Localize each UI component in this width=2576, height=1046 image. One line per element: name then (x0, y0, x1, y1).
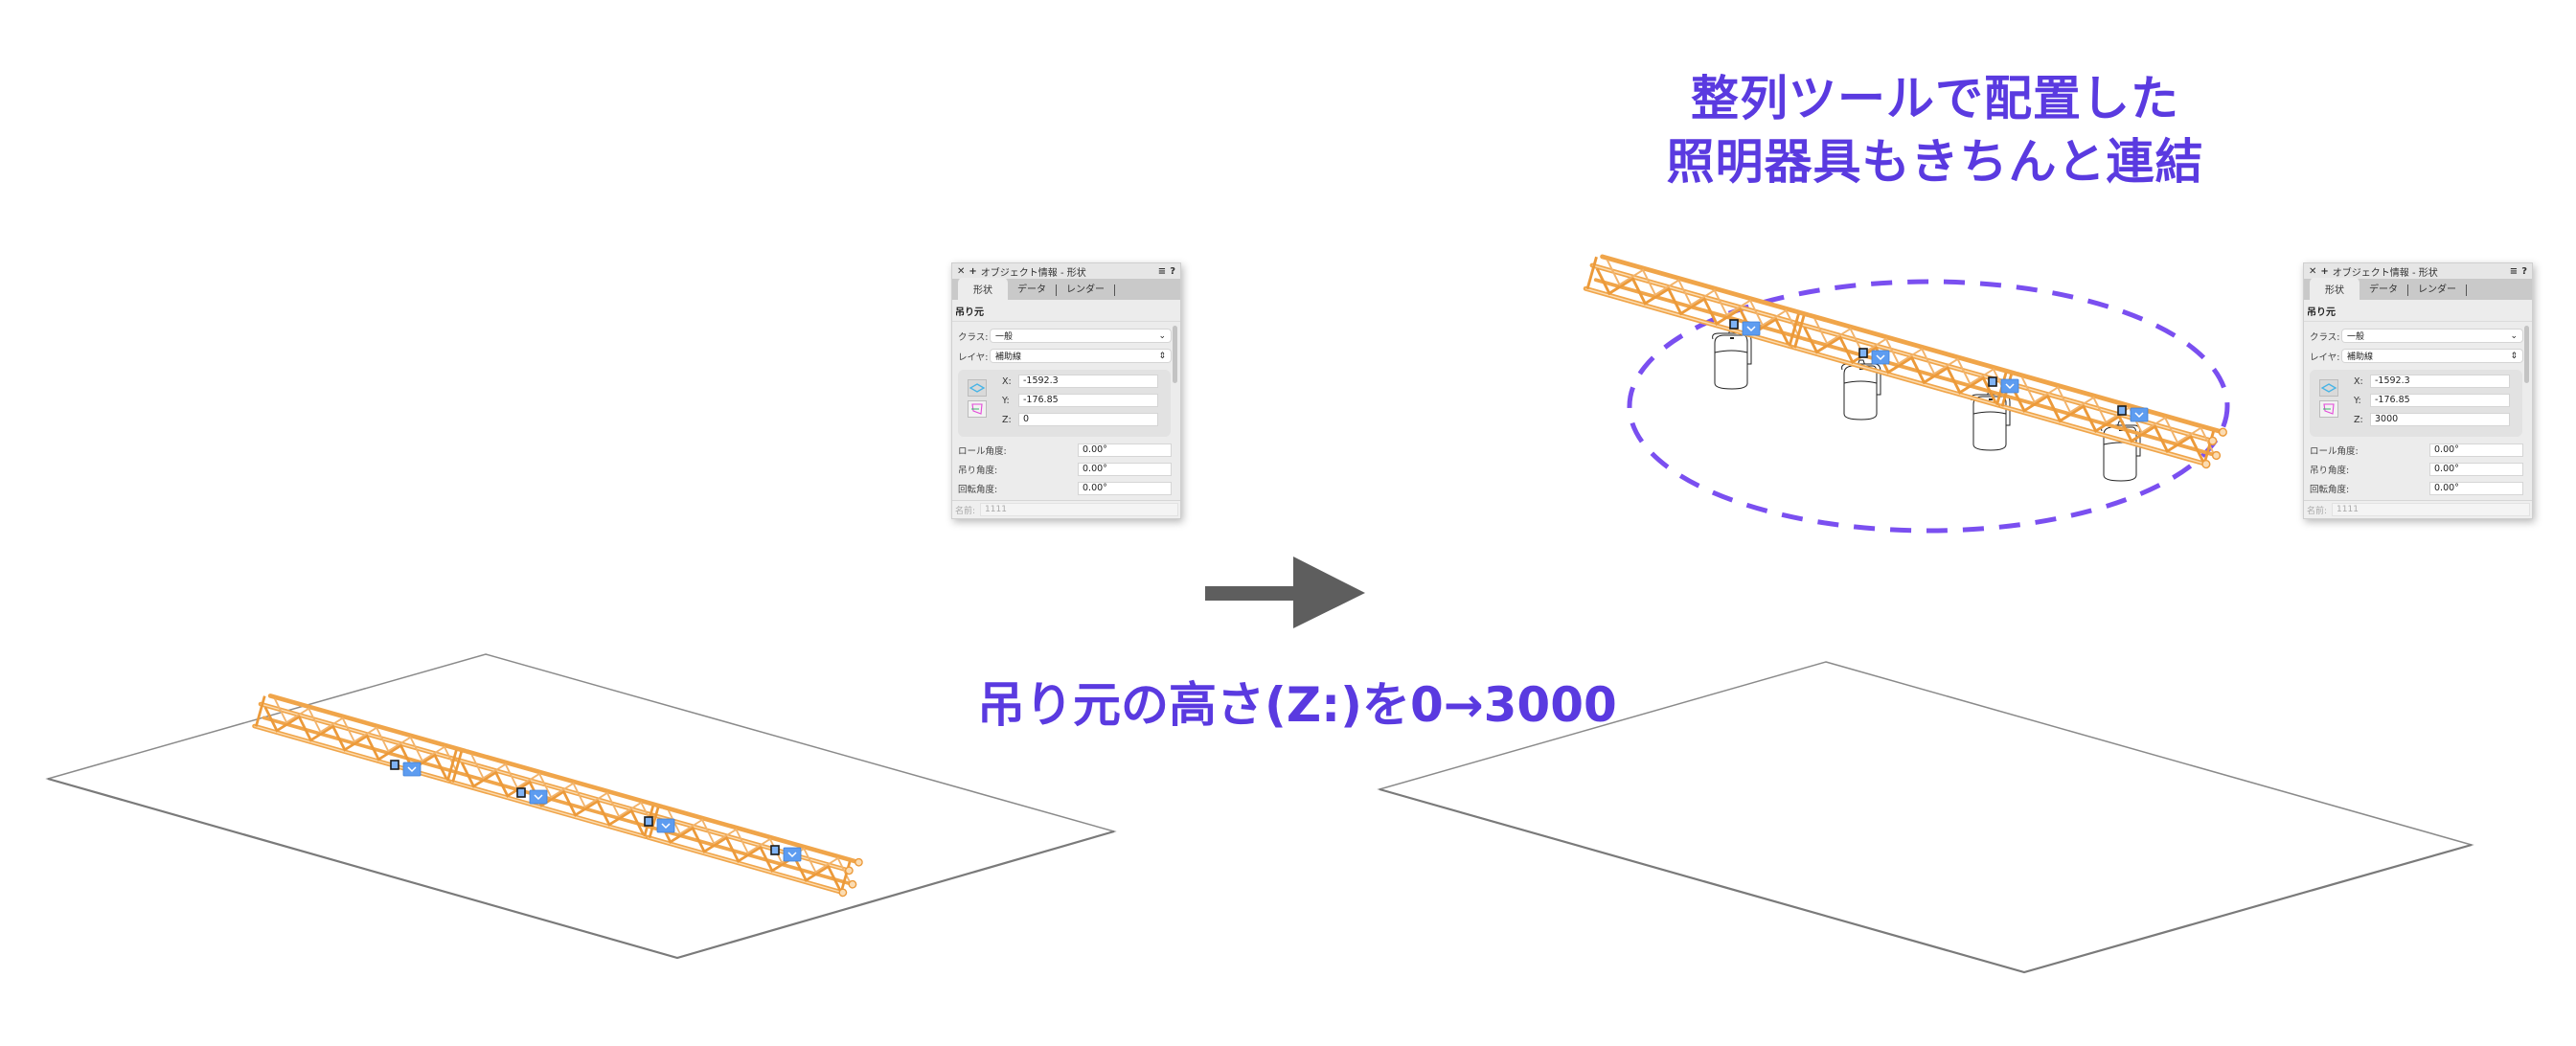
roll-angle-input[interactable]: 0.00° (1079, 444, 1171, 456)
rotation-angle-input[interactable]: 0.00° (2430, 483, 2522, 494)
updown-icon: ⇕ (2510, 351, 2518, 361)
z-input[interactable]: 3000 (2371, 414, 2509, 425)
layer-label: レイヤ: (2310, 352, 2340, 363)
roll-angle-label: ロール角度: (2310, 446, 2359, 457)
palette-titlebar: ✕ + オブジェクト情報 - 形状 ≡ ? (2304, 263, 2532, 279)
class-select[interactable]: 一般 ⌄ (991, 330, 1171, 342)
name-field-row: 名前: 1111 (2304, 500, 2532, 518)
coordinate-group: X: -1592.3 Y: -176.85 Z: 3000 (2310, 370, 2522, 437)
elevation-view-icon[interactable] (2319, 400, 2338, 418)
z-label: Z: (2354, 414, 2363, 425)
palette-titlebar: ✕ + オブジェクト情報 - 形状 ≡ ? (952, 263, 1180, 279)
class-label: クラス: (958, 331, 989, 343)
menu-icon[interactable]: ≡ (2509, 265, 2519, 277)
x-label: X: (1002, 375, 1012, 387)
tilt-angle-label: 吊り角度: (2310, 466, 2350, 476)
name-label: 名前: (955, 506, 976, 516)
palette-tabs: 形状 データ レンダー (952, 278, 1180, 300)
elevation-view-icon[interactable] (968, 400, 987, 418)
x-label: X: (2354, 375, 2363, 387)
class-select[interactable]: 一般 ⌄ (2342, 330, 2522, 342)
close-icon[interactable]: ✕ (957, 265, 966, 277)
plan-view-icon[interactable] (968, 379, 987, 397)
scrollbar[interactable] (2524, 326, 2529, 383)
y-label: Y: (1002, 395, 1010, 406)
caption-middle: 吊り元の高さ(Z:)を0→3000 (977, 677, 1617, 733)
highlight-ellipse (1627, 279, 2230, 534)
caption-top-line1: 整列ツールで配置した (1691, 71, 2179, 126)
truss-right (1584, 251, 2227, 470)
tab-data[interactable]: データ (1008, 284, 1057, 296)
rotation-angle-label: 回転角度: (958, 485, 998, 495)
tab-data[interactable]: データ (2359, 284, 2408, 296)
y-input[interactable]: -176.85 (2371, 395, 2509, 406)
scrollbar[interactable] (1173, 326, 1177, 383)
coordinate-group: X: -1592.3 Y: -176.85 Z: 0 (958, 370, 1171, 437)
updown-icon: ⇕ (1158, 351, 1166, 361)
y-label: Y: (2354, 395, 2361, 406)
x-input[interactable]: -1592.3 (1019, 375, 1157, 387)
chevron-down-icon: ⌄ (1158, 330, 1166, 341)
plan-view-icon[interactable] (2319, 379, 2338, 397)
section-title: 吊り元 (2304, 300, 2532, 322)
layer-select[interactable]: 補助線 ⇕ (2342, 350, 2522, 362)
caption-top: 整列ツールで配置した 照明器具もきちんと連結 (1571, 67, 2299, 193)
help-icon[interactable]: ? (2521, 265, 2527, 277)
layer-select[interactable]: 補助線 ⇕ (991, 350, 1171, 362)
tilt-angle-input[interactable]: 0.00° (1079, 464, 1171, 475)
class-value: 一般 (2347, 332, 2365, 342)
palette-tabs: 形状 データ レンダー (2304, 278, 2532, 300)
tab-shape[interactable]: 形状 (2310, 278, 2359, 300)
palette-title: オブジェクト情報 - 形状 (980, 267, 1086, 279)
close-icon[interactable]: ✕ (2309, 265, 2317, 277)
name-input[interactable]: 1111 (981, 504, 1177, 515)
add-icon[interactable]: + (2320, 265, 2329, 277)
roll-angle-label: ロール角度: (958, 446, 1007, 457)
tilt-angle-label: 吊り角度: (958, 466, 998, 476)
z-label: Z: (1002, 414, 1012, 425)
light-fixtures-right (1712, 329, 2141, 482)
help-icon[interactable]: ? (1170, 265, 1175, 277)
rotation-angle-input[interactable]: 0.00° (1079, 483, 1171, 494)
roll-angle-input[interactable]: 0.00° (2430, 444, 2522, 456)
tab-render[interactable]: レンダー (1057, 284, 1115, 296)
name-input[interactable]: 1111 (2333, 504, 2529, 515)
tab-render[interactable]: レンダー (2408, 284, 2467, 296)
layer-label: レイヤ: (958, 352, 989, 363)
section-title: 吊り元 (952, 300, 1180, 322)
class-label: クラス: (2310, 331, 2340, 343)
layer-value: 補助線 (995, 352, 1022, 362)
x-input[interactable]: -1592.3 (2371, 375, 2509, 387)
name-field-row: 名前: 1111 (952, 500, 1180, 518)
rotation-angle-label: 回転角度: (2310, 485, 2350, 495)
tab-shape[interactable]: 形状 (958, 278, 1008, 300)
z-input[interactable]: 0 (1019, 414, 1157, 425)
menu-icon[interactable]: ≡ (1157, 265, 1167, 277)
object-info-palette-before: ✕ + オブジェクト情報 - 形状 ≡ ? 形状 データ レンダー 吊り元 クラ… (951, 262, 1181, 519)
tilt-angle-input[interactable]: 0.00° (2430, 464, 2522, 475)
object-info-palette-after: ✕ + オブジェクト情報 - 形状 ≡ ? 形状 データ レンダー 吊り元 クラ… (2303, 262, 2533, 519)
y-input[interactable]: -176.85 (1019, 395, 1157, 406)
caption-top-line2: 照明器具もきちんと連結 (1666, 134, 2204, 190)
name-label: 名前: (2307, 506, 2328, 516)
palette-title: オブジェクト情報 - 形状 (2332, 267, 2438, 279)
arrow-right-icon (1205, 557, 1365, 628)
chevron-down-icon: ⌄ (2510, 330, 2518, 341)
layer-value: 補助線 (2347, 352, 2374, 362)
add-icon[interactable]: + (969, 265, 977, 277)
class-value: 一般 (995, 332, 1014, 342)
